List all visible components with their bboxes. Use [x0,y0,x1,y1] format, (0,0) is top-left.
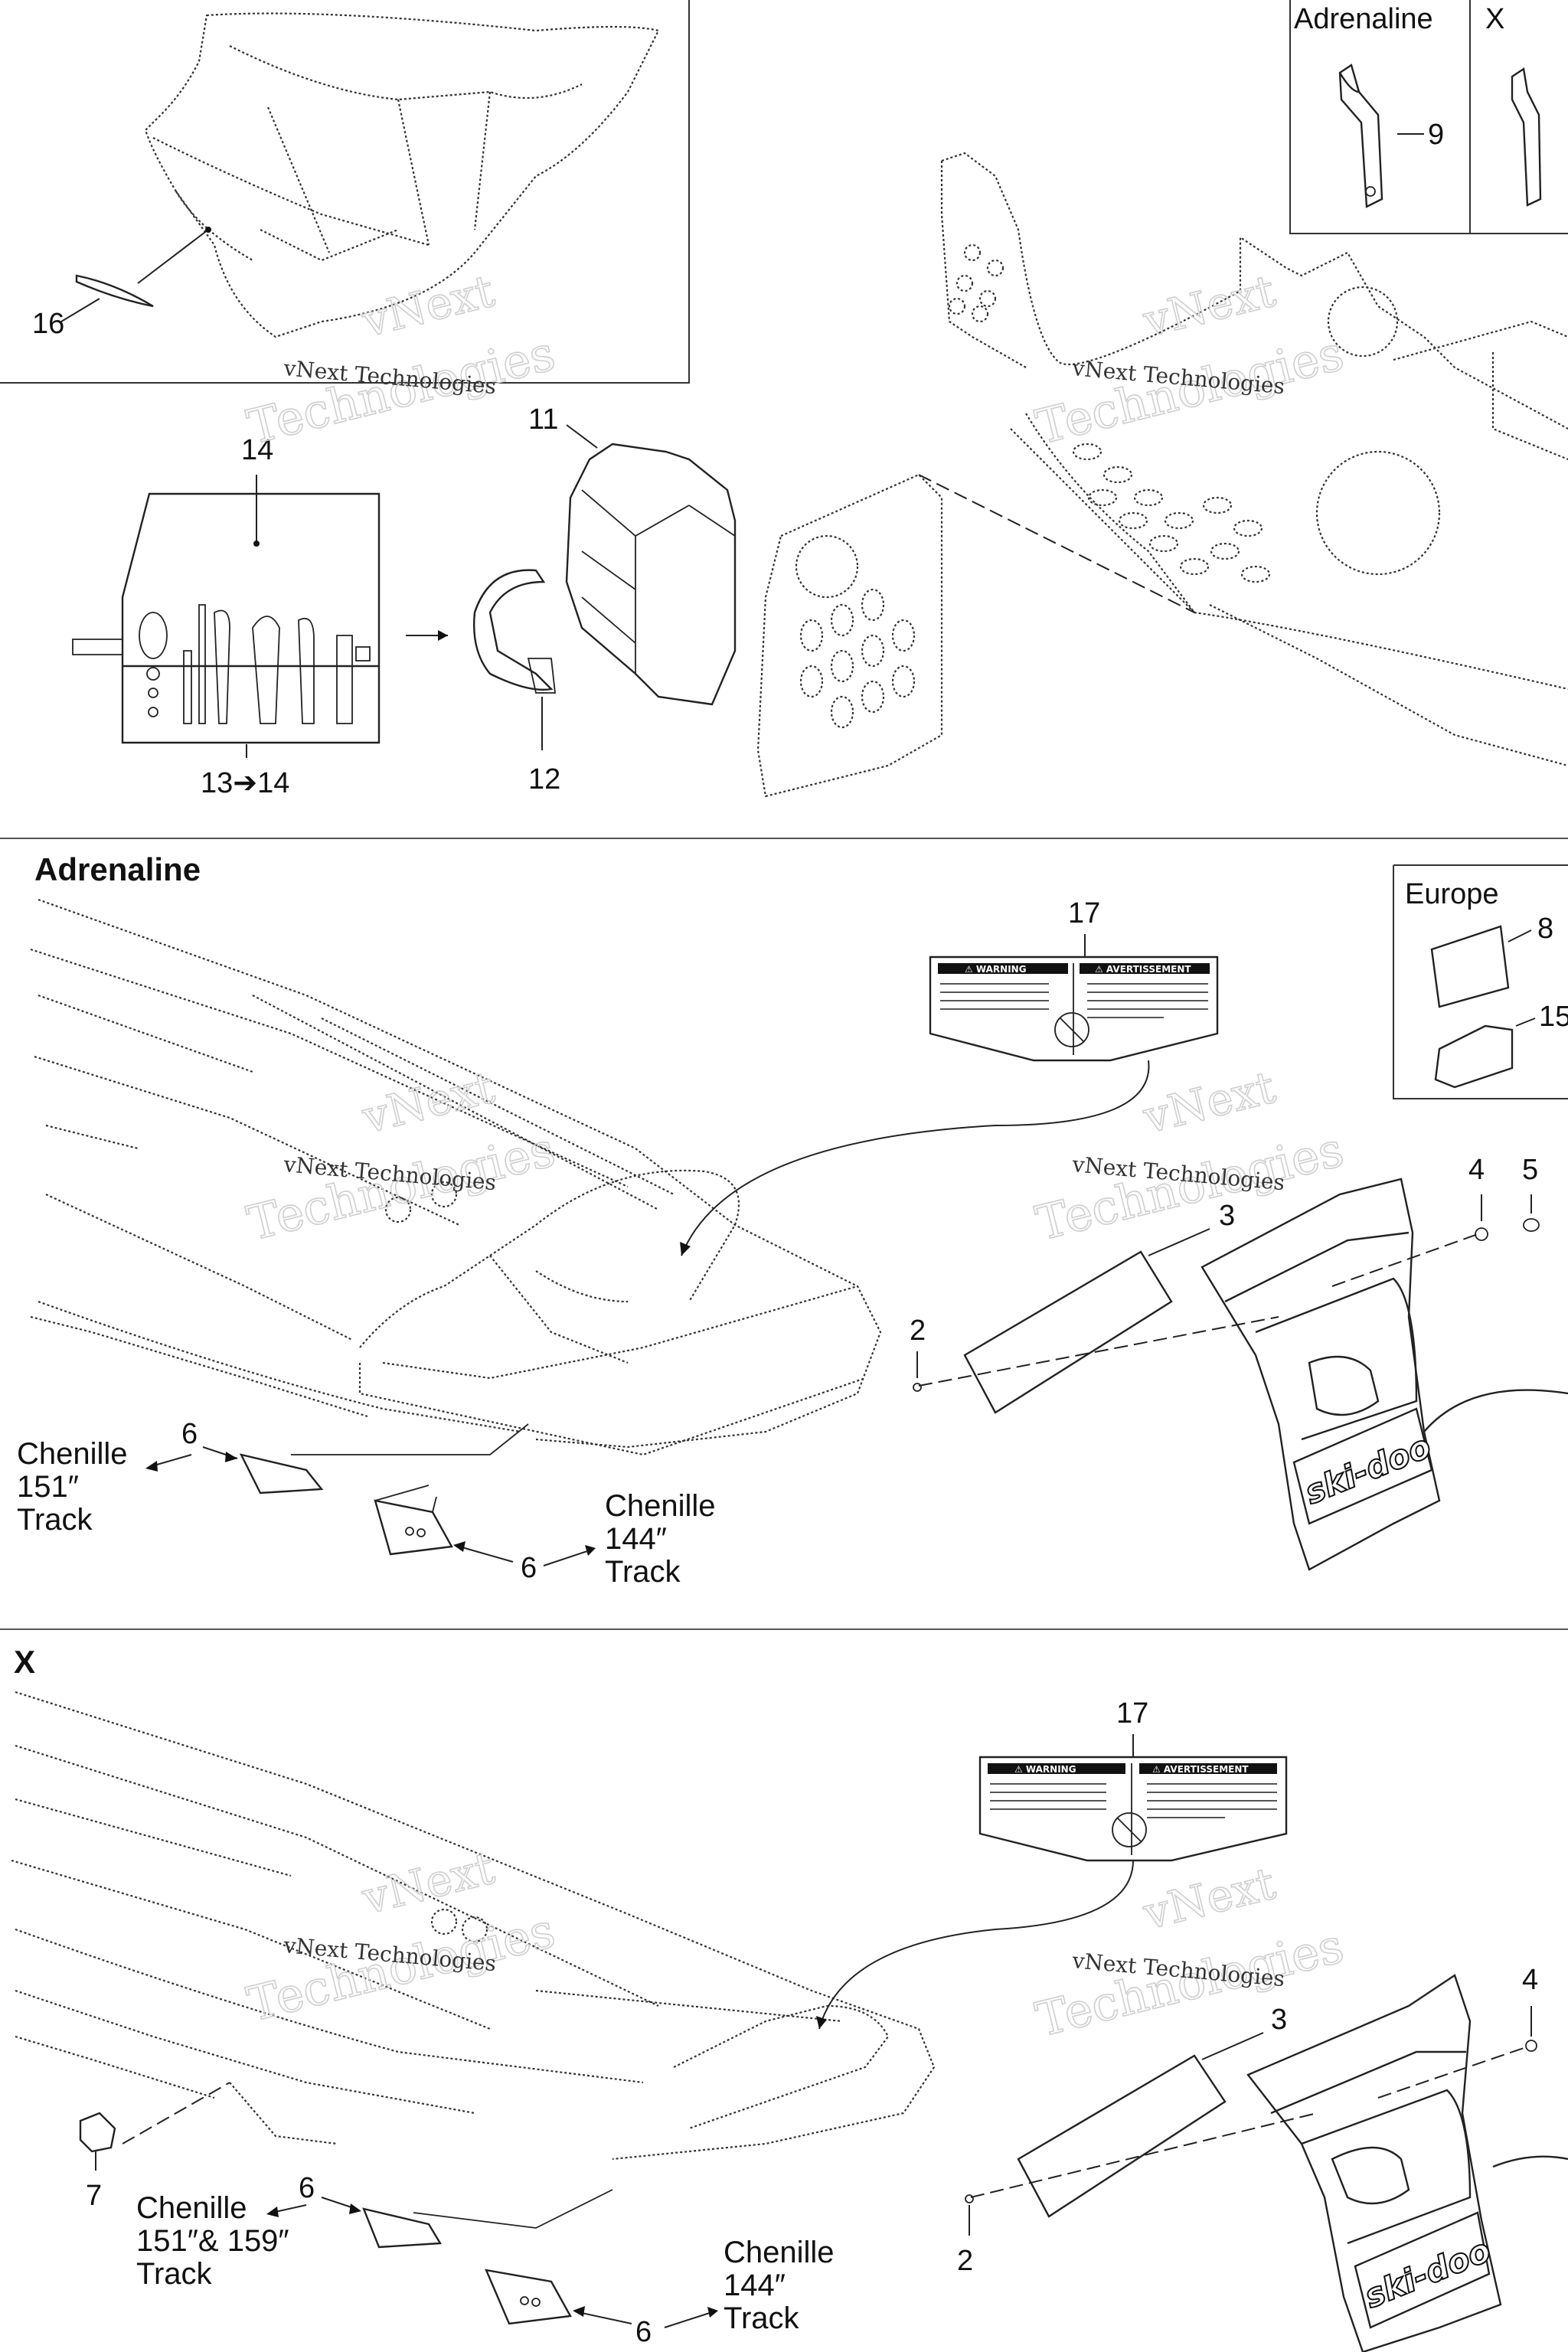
svg-text:⚠ AVERTISSEMENT: ⚠ AVERTISSEMENT [1152,1764,1249,1775]
callout-5: 5 [1522,1154,1538,1186]
callout-6b-upper: 6 [299,2172,315,2204]
callout-3b: 3 [1271,2004,1287,2036]
callout-3a: 3 [1219,1200,1235,1232]
callout-17a: 17 [1068,897,1100,929]
x-tunnel [11,1690,936,2161]
callout-9: 9 [1428,119,1444,151]
svg-text:⚠ WARNING: ⚠ WARNING [965,964,1027,975]
x-section: X 7 ⚠ WARNING ⚠ AVERTISSEMENT [11,1644,1568,2352]
part-3-plate [963,1250,1173,1414]
inset-header-europe: Europe [1405,878,1499,910]
adrenaline-section: Adrenaline ⚠ WARNING ⚠ AVERTISSEMENT [17,851,1568,1589]
callout-8: 8 [1537,913,1553,945]
svg-text:vNext: vNext [357,265,499,348]
svg-text:ski-doo: ski-doo [1359,2231,1495,2315]
track-label-151-159-line3: Track [136,2257,213,2291]
inset-header-x: X [1485,3,1504,35]
callout-2a: 2 [910,1315,926,1347]
track-label-144x-line1: Chenille [724,2236,835,2269]
track-label-144x-line3: Track [724,2301,800,2335]
track-label-144-line2: 144″ [605,1522,667,1556]
part-6-flap-lower-x [485,2269,572,2325]
reflector-15 [1434,1024,1514,1089]
track-label-151-line2: 151″ [17,1470,79,1504]
part-3-plate-x [1017,2054,1227,2218]
snowflap-x: ski-doo [1246,1974,1568,2352]
part-6-flap-lower [374,1499,453,1556]
top-section: 16 Adrenaline X 9 [0,0,1568,799]
snowflap-adrenaline: ski-doo [1200,1178,1568,1571]
bracket-plate [756,473,943,798]
europe-inset-frame [1393,864,1568,1099]
svg-text:⚠ AVERTISSEMENT: ⚠ AVERTISSEMENT [1095,964,1191,975]
callout-4b: 4 [1522,1964,1538,1996]
section-title-adrenaline: Adrenaline [34,851,201,887]
track-label-144-line1: Chenille [605,1489,716,1523]
brace-inset-frame [1289,0,1568,234]
callout-14: 14 [241,434,273,466]
part-5-nut [1523,1218,1540,1232]
watermark-x-left: vNext Technologies vNext Technologies [241,1841,560,2034]
callout-2b: 2 [957,2245,973,2277]
callout-6a-upper: 6 [181,1418,198,1450]
svg-text:vNext: vNext [1138,1857,1280,1940]
part-6-flap-upper-x [362,2207,443,2249]
track-label-151-159-line2: 151″& 159″ [136,2224,289,2258]
hood-drawing [144,12,660,338]
hood-inset-frame [0,0,690,384]
watermark-top-right: vNext Technologies vNext Technologies [1030,264,1349,456]
part-4-washer [1475,1227,1488,1241]
warning-decal-17b: ⚠ WARNING ⚠ AVERTISSEMENT [978,1756,1288,1862]
callout-7: 7 [86,2180,102,2212]
part-11-tool-bag [565,443,737,706]
svg-text:vNext: vNext [357,1842,499,1925]
track-label-144x-line2: 144″ [724,2269,786,2302]
watermark-top-left: vNext Technologies vNext Technologies [241,264,560,456]
reflector-8 [1430,925,1510,1008]
svg-text:vNext: vNext [1138,265,1280,348]
part-9-brace [1338,64,1383,208]
ski-doo-logo-x: ski-doo [1354,2211,1497,2329]
x-brace [1511,67,1542,207]
track-label-151-line1: Chenille [17,1437,128,1471]
adrenaline-tunnel [30,898,882,1456]
callout-6b-lower: 6 [635,2316,652,2348]
watermark-adrenaline-left: vNext Technologies vNext Technologies [241,1060,560,1253]
track-label-144-line3: Track [605,1555,681,1589]
callout-15: 15 [1539,1001,1568,1033]
toolkit-14 [72,492,381,744]
callout-11: 11 [528,403,558,436]
section-title-x: X [14,1644,35,1680]
part-6-flap-upper [239,1453,324,1494]
warning-decal-17a: ⚠ WARNING ⚠ AVERTISSEMENT [929,956,1219,1062]
callout-12: 12 [528,763,560,795]
callout-4a: 4 [1468,1154,1485,1186]
ski-doo-logo: ski-doo [1292,1407,1437,1525]
callout-6a-lower: 6 [521,1552,537,1584]
part-16-strip [75,274,154,308]
svg-text:⚠ WARNING: ⚠ WARNING [1014,1764,1076,1775]
track-label-151-line3: Track [17,1503,93,1537]
tunnel-frame-drawing [940,152,1568,767]
part-4-washer-x [1525,2040,1537,2052]
svg-text:vNext: vNext [1138,1061,1280,1144]
inset-header-adrenaline: Adrenaline [1294,3,1433,35]
callout-13-14: 13➔14 [201,767,289,799]
watermark-adrenaline-right: vNext Technologies vNext Technologies [1030,1060,1349,1253]
callout-16: 16 [32,308,64,340]
callout-17b: 17 [1116,1697,1148,1730]
part-7-bumper [79,2112,116,2153]
watermark-x-right: vNext Technologies vNext Technologies [1030,1857,1349,2049]
track-label-151-159-line1: Chenille [136,2191,247,2225]
part-12-strap [473,569,554,691]
